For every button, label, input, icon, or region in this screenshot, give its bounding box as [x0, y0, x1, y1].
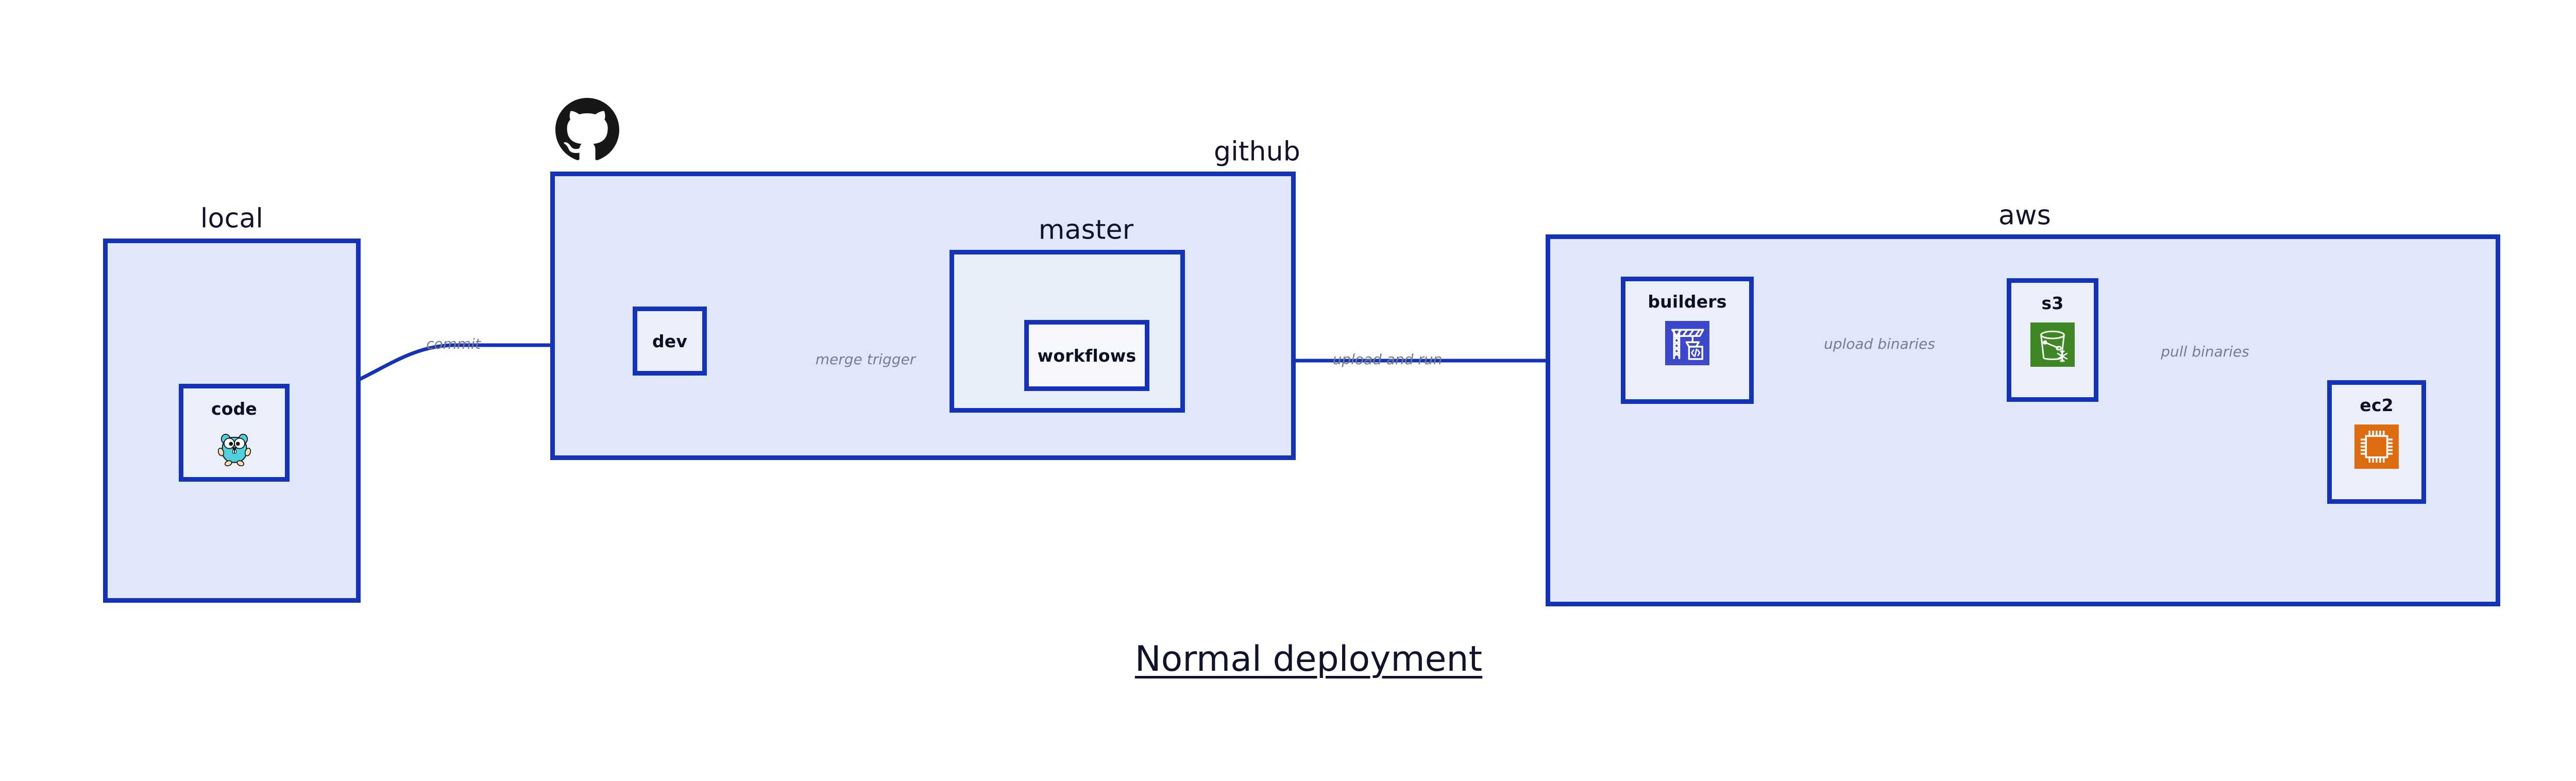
group-master-label: master: [1038, 214, 1134, 246]
group-github-label: github: [1214, 136, 1300, 167]
node-code[interactable]: code: [179, 384, 290, 482]
node-dev[interactable]: dev: [633, 307, 707, 376]
edge-label-merge-trigger: merge trigger: [815, 351, 916, 368]
node-dev-label: dev: [652, 331, 688, 351]
edge-label-commit: commit: [426, 335, 481, 352]
github-octocat-icon: [555, 98, 619, 160]
aws-ec2-icon: [2354, 425, 2399, 469]
node-workflows[interactable]: workflows: [1024, 320, 1149, 391]
edge-label-upload-binaries: upload binaries: [1824, 335, 1935, 352]
aws-codebuild-icon: [1665, 321, 1709, 365]
group-aws-label: aws: [1998, 200, 2052, 231]
aws-s3-glacier-icon: [2030, 322, 2075, 367]
node-workflows-label: workflows: [1037, 345, 1137, 366]
node-ec2[interactable]: ec2: [2327, 380, 2426, 504]
node-builders-label: builders: [1648, 292, 1727, 312]
diagram-title: Normal deployment: [1134, 639, 1483, 680]
node-s3[interactable]: s3: [2007, 278, 2098, 402]
group-local-label: local: [200, 203, 264, 234]
edge-label-pull-binaries: pull binaries: [2161, 343, 2249, 360]
node-s3-label: s3: [2041, 293, 2064, 313]
node-code-label: code: [211, 399, 258, 419]
node-ec2-label: ec2: [2360, 395, 2394, 415]
go-gopher-icon: [217, 434, 251, 467]
node-builders[interactable]: builders: [1621, 277, 1754, 404]
edge-label-upload-and-run: upload and run: [1332, 351, 1443, 368]
